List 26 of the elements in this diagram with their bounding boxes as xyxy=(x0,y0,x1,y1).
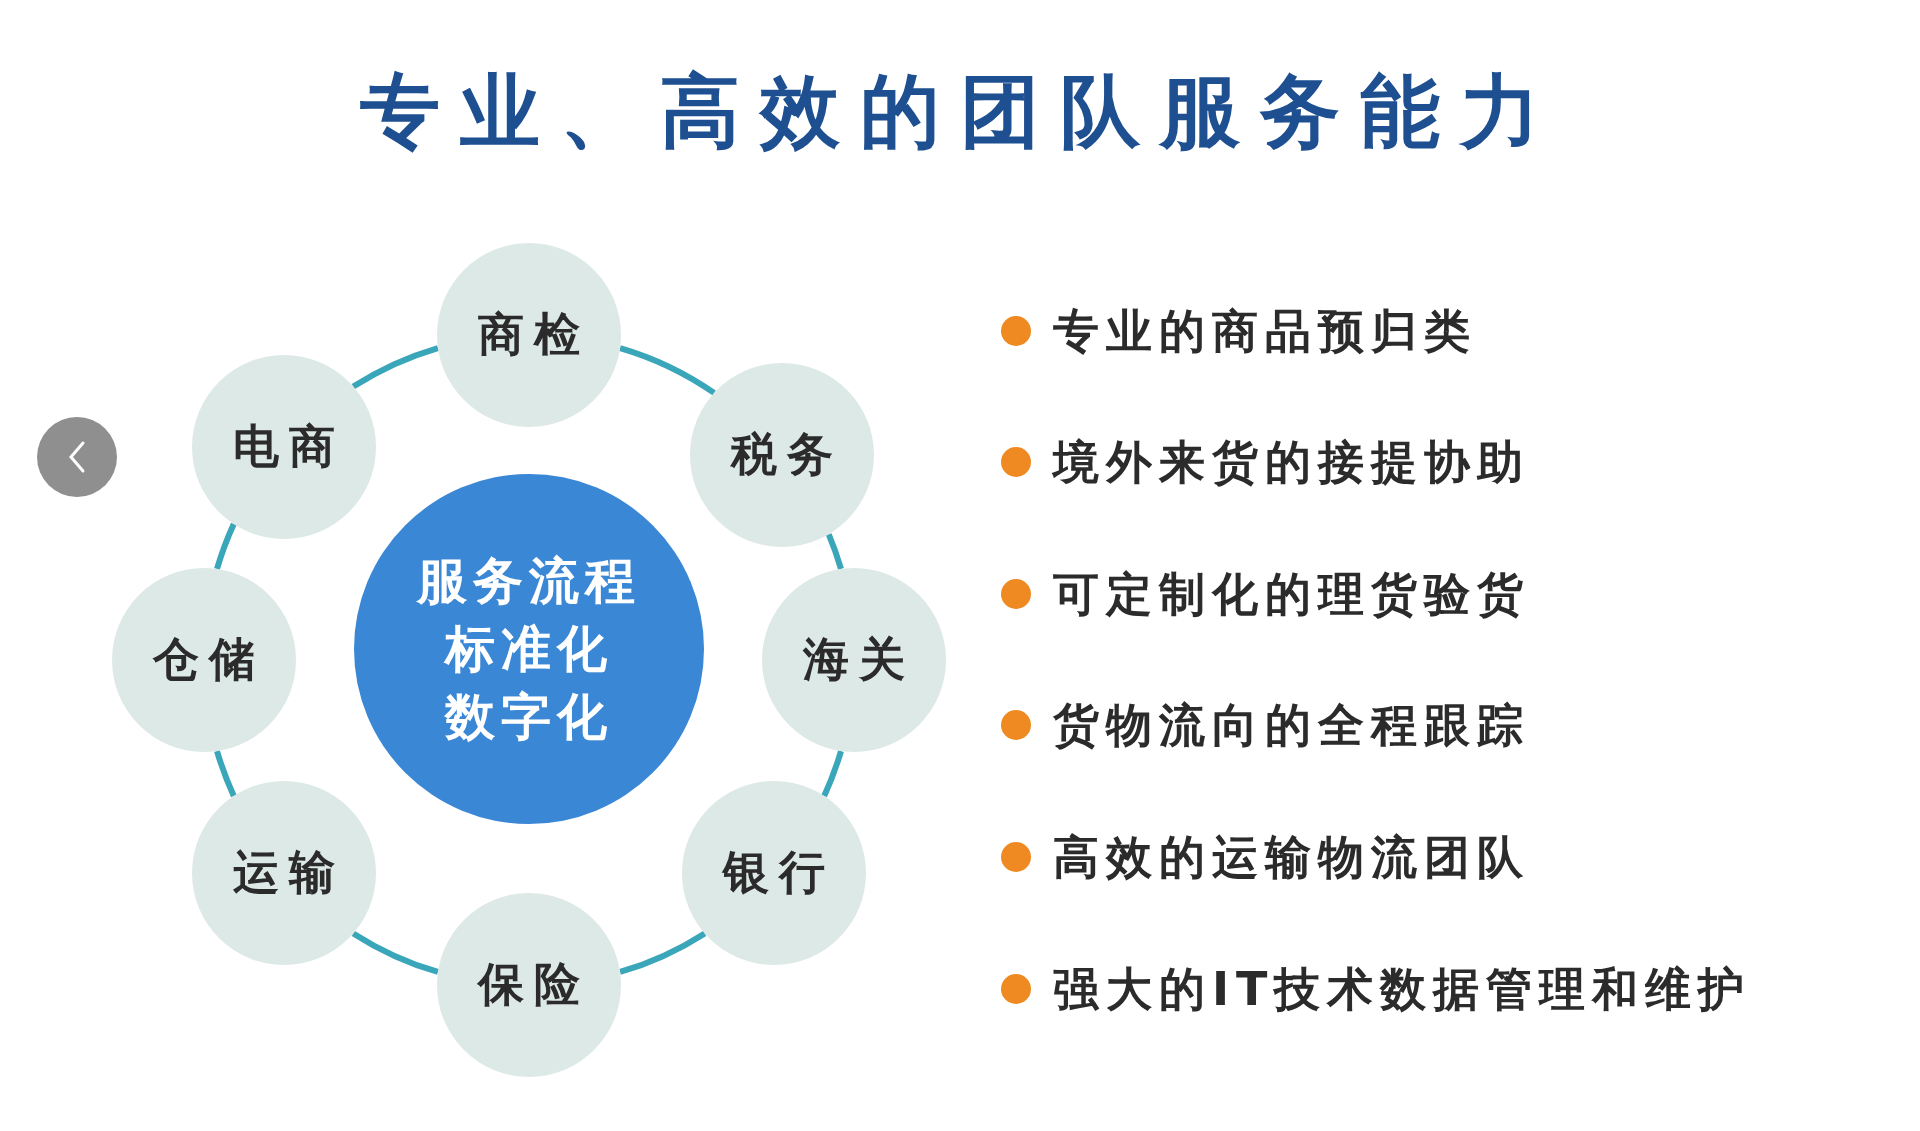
list-item: 境外来货的接提协助 xyxy=(1053,434,1530,491)
ring-connector xyxy=(826,533,844,570)
service-circle: 商检 xyxy=(437,243,621,427)
list-item: 高效的运输物流团队 xyxy=(1053,829,1530,886)
ring-connector xyxy=(214,750,237,798)
list-item: 货物流向的全程跟踪 xyxy=(1053,697,1530,754)
ring-connector xyxy=(821,750,844,798)
service-circle: 海关 xyxy=(762,568,946,752)
title: 专业、高效的团队服务能力 xyxy=(359,64,1561,160)
ring-connector xyxy=(619,345,716,396)
service-circle: 银行 xyxy=(682,781,867,966)
circle-text: 服务流程 xyxy=(417,551,641,612)
ring-connector xyxy=(214,522,237,570)
service-circle: 电商 xyxy=(191,354,376,539)
circle-text: 标准化 xyxy=(445,619,613,680)
service-circle: 保险 xyxy=(437,893,621,1077)
service-circle: 仓储 xyxy=(112,568,296,752)
list-item: 可定制化的理货验货 xyxy=(1053,566,1530,623)
ring-connector xyxy=(619,930,707,975)
service-circle: 税务 xyxy=(689,363,874,548)
circle-text: 数字化 xyxy=(445,687,613,748)
ring-connector xyxy=(351,930,439,975)
list-item: 专业的商品预归类 xyxy=(1053,303,1477,360)
list-item: 强大的IT技术数据管理和维护 xyxy=(1053,961,1752,1018)
service-circle: 运输 xyxy=(191,781,376,966)
ring-connector xyxy=(351,345,439,390)
